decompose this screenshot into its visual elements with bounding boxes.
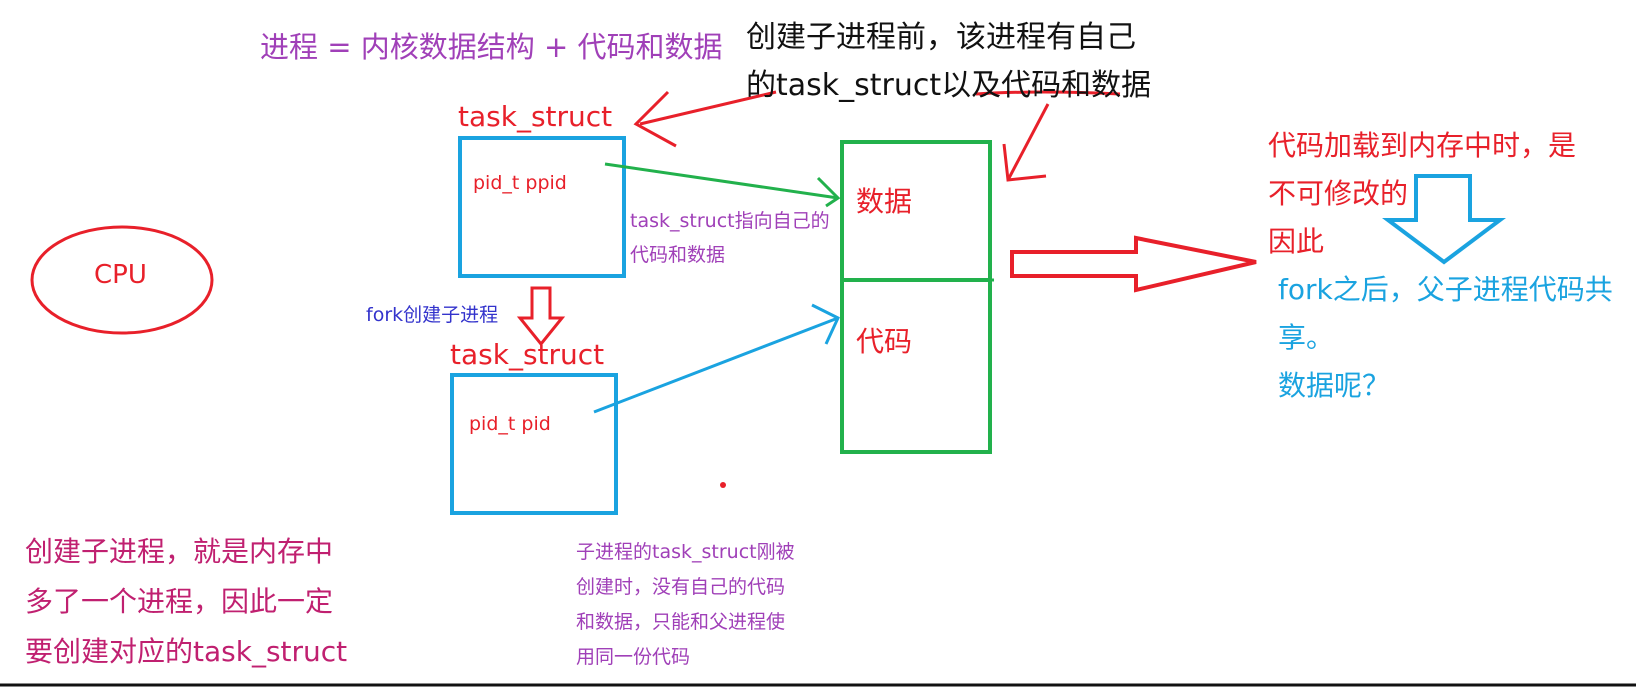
parent-to-data-arrowhead xyxy=(816,176,841,208)
top-note-line2: 的task_struct以及代码和数据 xyxy=(746,68,1152,103)
title-equation: 进程 = 内核数据结构 + 代码和数据 xyxy=(260,30,723,64)
bottom-center-note-line2: 创建时，没有自己的代码 xyxy=(576,576,786,598)
big-right-arrow xyxy=(1010,235,1257,293)
memory-code-box xyxy=(840,278,992,454)
right-note-line2: 不可修改的 xyxy=(1268,177,1409,210)
note-to-data-arrowhead xyxy=(1002,143,1047,182)
child-task-struct-title: task_struct xyxy=(450,338,605,371)
memory-code-label: 代码 xyxy=(856,325,913,358)
bottom-left-note-line2: 多了一个进程，因此一定 xyxy=(25,585,334,618)
cpu-ellipse xyxy=(30,225,214,335)
parent-to-data-arrow xyxy=(604,162,839,200)
right-note-line3: 因此 xyxy=(1268,225,1325,258)
bottom-left-note-line1: 创建子进程，就是内存中 xyxy=(25,535,334,568)
pointer-note-line1: task_struct指向自己的 xyxy=(630,210,830,232)
memory-data-label: 数据 xyxy=(856,185,913,218)
child-to-code-arrowhead xyxy=(811,303,840,345)
fork-label: fork创建子进程 xyxy=(366,304,499,326)
parent-task-struct-title: task_struct xyxy=(458,100,613,133)
child-pid-field: pid_t pid xyxy=(469,413,551,435)
bottom-center-note-line4: 用同一份代码 xyxy=(576,646,691,668)
parent-task-struct-box xyxy=(458,136,626,278)
bottom-center-note-line1: 子进程的task_struct刚被 xyxy=(576,541,795,563)
stray-dot xyxy=(720,482,726,488)
pointer-note-line2: 代码和数据 xyxy=(630,244,726,266)
bottom-center-note-line3: 和数据，只能和父进程使 xyxy=(576,611,786,633)
right-note-line5: 享。 xyxy=(1278,321,1335,354)
top-note-line1: 创建子进程前，该进程有自己 xyxy=(746,20,1136,55)
right-down-arrow xyxy=(1382,174,1506,265)
right-note-line4: fork之后，父子进程代码共 xyxy=(1278,273,1613,306)
right-note-line6: 数据呢？ xyxy=(1278,369,1391,402)
underline-code-and-data xyxy=(975,90,1121,96)
bottom-left-note-line3: 要创建对应的task_struct xyxy=(25,635,348,668)
child-task-struct-box xyxy=(450,373,618,515)
child-to-code-arrow xyxy=(593,316,839,414)
right-note-line1: 代码加载到内存中时，是 xyxy=(1268,129,1577,162)
note-to-parent-arrow xyxy=(639,90,777,126)
cpu-label: CPU xyxy=(94,260,147,290)
note-to-parent-arrowhead xyxy=(633,90,677,148)
note-to-data-arrow xyxy=(1006,103,1050,181)
fork-down-arrow xyxy=(516,286,566,347)
parent-ppid-field: pid_t ppid xyxy=(473,172,567,194)
